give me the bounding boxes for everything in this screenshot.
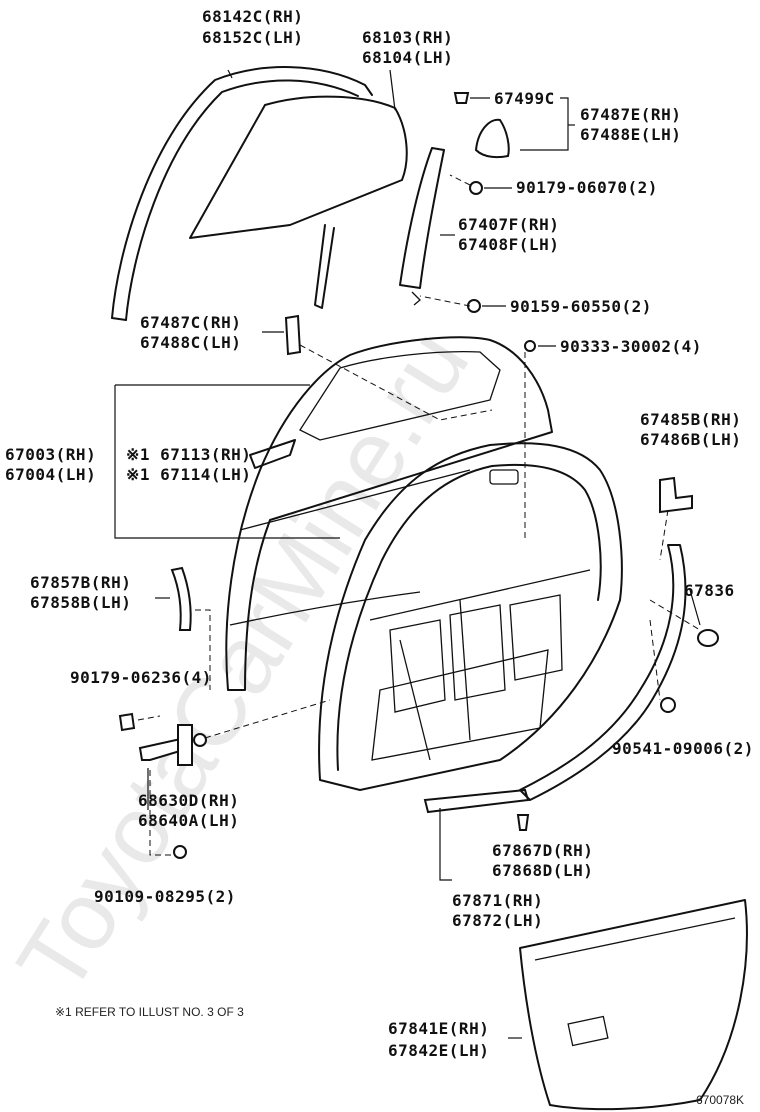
label-67499c: 67499C: [494, 89, 555, 108]
label-67871: 67871(RH): [452, 891, 543, 910]
label-67867d: 67867D(RH): [492, 841, 593, 860]
label-67486b: 67486B(LH): [640, 430, 741, 449]
nut-90179-06236: [118, 712, 136, 732]
label-90179-06236: 90179-06236(4): [70, 668, 212, 687]
label-67857b: 67857B(RH): [30, 573, 131, 592]
belt-moulding: [170, 566, 192, 631]
cover-67487e: [474, 118, 510, 159]
label-67868d: 67868D(LH): [492, 861, 593, 880]
rear-door-panel: [225, 336, 553, 691]
door-weatherstrip-bottom: [423, 788, 530, 814]
label-67408f: 67408F(LH): [458, 235, 559, 254]
label-67836: 67836: [684, 581, 735, 600]
label-67488e: 67488E(LH): [580, 125, 681, 144]
bolt-90109-08295: [173, 845, 187, 859]
reference-note: ※1 REFER TO ILLUST NO. 3 OF 3: [55, 1005, 244, 1019]
label-67113: ※1 67113(RH): [126, 445, 251, 464]
plug-90333-30002: [524, 340, 536, 352]
door-opening-trim: [519, 544, 687, 801]
label-90109-08295: 90109-08295(2): [94, 887, 236, 906]
label-67003: 67003(RH): [5, 445, 96, 464]
door-glass: [189, 95, 408, 309]
label-90179-06070: 90179-06070(2): [516, 178, 658, 197]
glass-run-channel: [111, 66, 373, 321]
door-sash-frame: [399, 147, 445, 306]
label-67004: 67004(LH): [5, 465, 96, 484]
clip-67867d: [516, 814, 530, 831]
label-68630d: 68630D(RH): [138, 791, 239, 810]
label-67841e: 67841E(RH): [388, 1019, 489, 1038]
label-67487c: 67487C(RH): [140, 313, 241, 332]
glass-stopper: [284, 314, 302, 356]
label-67487e: 67487E(RH): [580, 105, 681, 124]
label-90333-30002: 90333-30002(4): [560, 337, 702, 356]
label-67842e: 67842E(LH): [388, 1041, 489, 1060]
bumper-90541: [660, 697, 676, 713]
door-trim-panel: [519, 899, 748, 1111]
label-67488c: 67488C(LH): [140, 333, 241, 352]
clip-67499c: [453, 92, 470, 104]
label-68640a: 68640A(LH): [138, 811, 239, 830]
stopper-67485b: [659, 476, 693, 514]
label-68104: 68104(LH): [362, 48, 453, 67]
bolt-90179-06070: [469, 181, 483, 195]
label-67485b: 67485B(RH): [640, 410, 741, 429]
label-67407f: 67407F(RH): [458, 215, 559, 234]
label-90541-09006: 90541-09006(2): [612, 739, 754, 758]
door-hinge: [138, 724, 207, 766]
label-68142c: 68142C(RH): [202, 7, 303, 26]
leader-lines: [114, 69, 701, 1039]
label-67858b: 67858B(LH): [30, 593, 131, 612]
label-68103: 68103(RH): [362, 28, 453, 47]
rear-door-inner-frame: [318, 442, 623, 791]
illustration-code: 670078K: [696, 1093, 744, 1107]
label-68152c: 68152C(LH): [202, 28, 303, 47]
label-67114: ※1 67114(LH): [126, 465, 251, 484]
hole-plug-67836: [697, 629, 719, 647]
label-67872: 67872(LH): [452, 911, 543, 930]
label-90159-60550: 90159-60550(2): [510, 297, 652, 316]
